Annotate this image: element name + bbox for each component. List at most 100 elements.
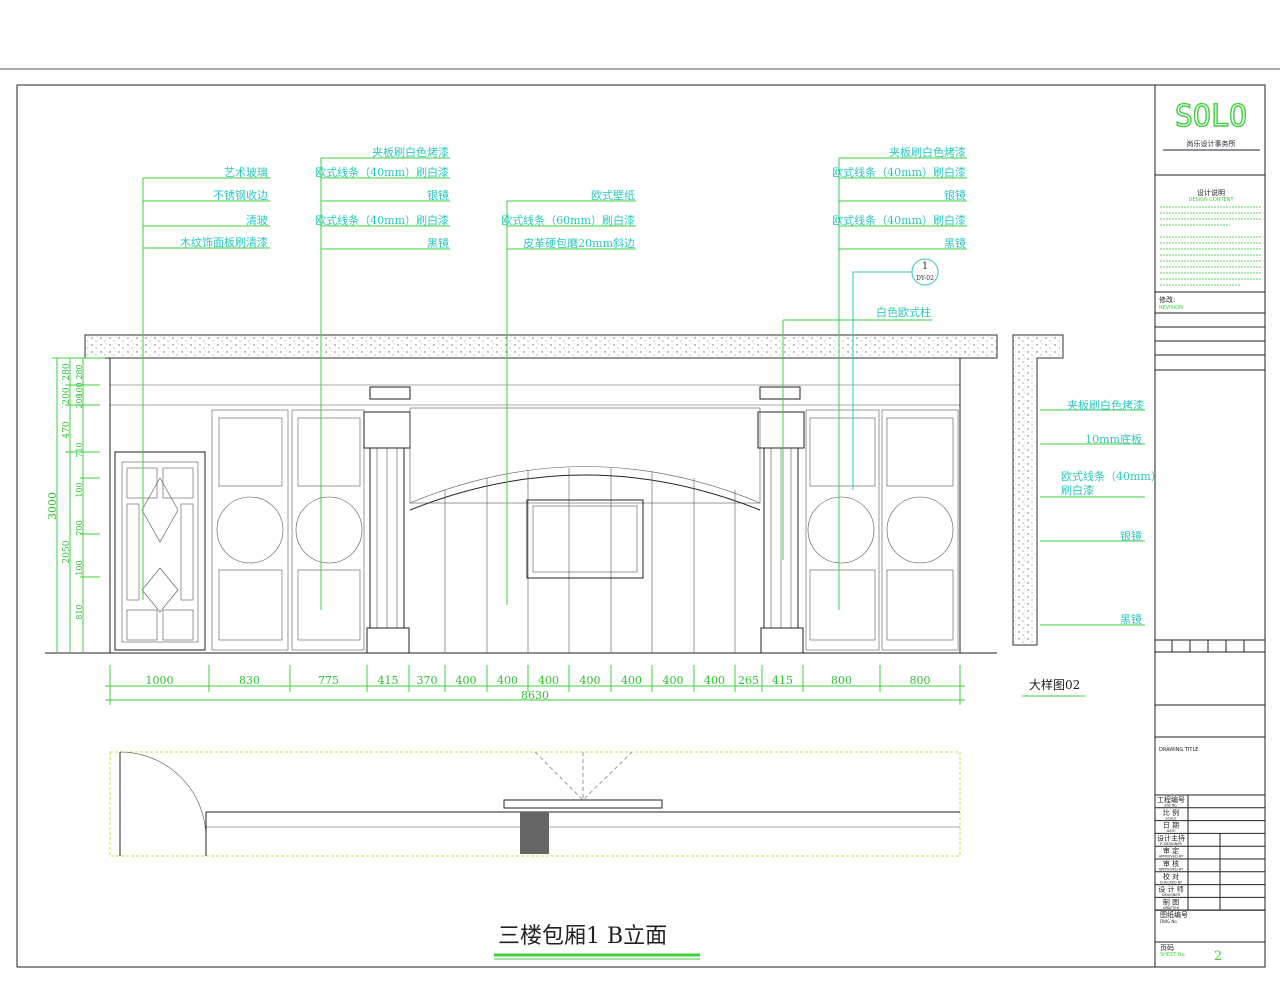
sheet-sub: SHEET No. [1160, 952, 1187, 958]
dim-label: 400 [663, 674, 684, 687]
dim: 280 [75, 364, 84, 379]
label: 欧式线条（40mm）刷白漆 [315, 165, 449, 179]
callout-ref: DY-02 [916, 275, 934, 282]
label: 黑镜 [1120, 612, 1142, 626]
revision-sub: REVISION [1159, 305, 1183, 311]
revision-label: 修改: [1159, 295, 1175, 304]
label: 皮革硬包磨20mm斜边 [523, 236, 635, 250]
label: 不锈钢收边 [213, 188, 268, 202]
dim-label: 775 [318, 674, 339, 687]
labels: 艺术玻璃 不锈钢收边 清玻 木纹饰面板刷清漆 夹板刷白色烤漆 欧式线条（40mm… [180, 145, 966, 319]
label: 欧式壁纸 [591, 188, 635, 202]
left-mirror-panels [211, 409, 365, 651]
dim: 100 [75, 560, 84, 575]
detail-02: 夹板刷白色烤漆 10mm底板 欧式线条（40mm） 刷白漆 银镜 黑镜 大样图0… [1012, 334, 1162, 697]
logo: SOLO [1175, 99, 1247, 134]
notes-subtitle: DESIGN CONTENT [1188, 197, 1234, 203]
dim: 100 [75, 482, 84, 497]
label: 夹板刷白色烤漆 [372, 145, 449, 159]
dim: 810 [75, 604, 84, 619]
annotation-leaders [142, 157, 967, 610]
tb-row-label: 校 对 [1163, 872, 1179, 881]
drawing-frame [16, 84, 1266, 968]
label: 木纹饰面板刷清漆 [180, 235, 268, 249]
dim: 710 [75, 442, 84, 457]
label: 欧式线条（40mm）刷白漆 [832, 165, 966, 179]
tb-row-sub: DRAFTER [1163, 906, 1180, 910]
detail-callout[interactable] [911, 258, 939, 286]
dim-label: 400 [704, 674, 725, 687]
label: 夹板刷白色烤漆 [1067, 398, 1144, 412]
sheet-label: 页码 [1160, 944, 1174, 952]
right-mirror-panels [805, 409, 959, 651]
tb-row-sub: APPROVED BY [1159, 868, 1184, 872]
callout-number: 1 [922, 261, 928, 272]
door [114, 451, 206, 651]
dim: 700 [75, 520, 84, 535]
label: 欧式线条（60mm）刷白漆 [501, 213, 635, 227]
dim-width-total: 8630 [521, 689, 549, 702]
dim: 280 [62, 363, 72, 380]
right-column [757, 386, 805, 654]
dim-label: 370 [417, 674, 438, 687]
tb-row-sub: SCALE [1165, 816, 1176, 820]
tb-row-label: 工程编号 [1157, 795, 1185, 804]
tb-row-sub: DATE [1166, 829, 1175, 833]
dim: 200 [62, 387, 72, 404]
label: 银镜 [1120, 529, 1142, 543]
drawing-title-label: DRAWING TITLE [1159, 747, 1198, 753]
elevation [45, 334, 998, 654]
tb-row-label: 比 例 [1163, 808, 1179, 817]
label: 银镜 [427, 188, 449, 202]
label: 夹板刷白色烤漆 [889, 145, 966, 159]
tb-row-sub: APPROVED BY [1159, 855, 1184, 859]
tb-row-label: 日 期 [1163, 822, 1179, 830]
label: 银镜 [944, 188, 966, 202]
tv-screen [526, 499, 644, 579]
dim-label: 415 [772, 674, 793, 687]
dim-label: 800 [910, 674, 931, 687]
dim-label: 400 [456, 674, 477, 687]
tb-row-label: 审 核 [1163, 859, 1179, 868]
dim: 2050 [62, 540, 72, 563]
tb-row-sub: DESIGNER [1162, 893, 1181, 897]
label: 黑镜 [427, 236, 449, 250]
dim: 100 [75, 382, 84, 397]
dim: 200 [75, 393, 84, 408]
dim: 470 [62, 421, 72, 438]
dwg-no-sub: DWG No. [1160, 919, 1178, 924]
tb-row-label: 设 计 师 [1158, 885, 1183, 894]
label: 10mm底板 [1085, 432, 1142, 446]
dim-height-total: 3000 [46, 492, 59, 520]
sheet-number: 2 [1214, 949, 1222, 964]
dim-label: 265 [738, 674, 759, 687]
label: 欧式线条（40mm）刷白漆 [832, 213, 966, 227]
tb-row-sub: CHECKED BY [1160, 880, 1183, 884]
tb-row-sub: P. DESIGNER [1160, 842, 1182, 846]
dim-label: 1000 [146, 674, 174, 687]
company-name: 尚乐设计事务所 [1187, 139, 1236, 148]
label: 艺术玻璃 [224, 165, 268, 179]
label: 清玻 [246, 214, 268, 227]
dwg-no-label: 图纸编号 [1160, 910, 1188, 919]
title-block: SOLO 尚乐设计事务所 设计说明 DESIGN CONTENT 修改: REV… [1154, 85, 1265, 967]
label: 欧式线条（40mm） [1061, 469, 1162, 483]
left-dimensions: 3000 280 200 470 2050 280 100 200 710 10… [46, 357, 105, 653]
tb-row-label: 设计主持 [1157, 833, 1185, 842]
label: 黑镜 [944, 236, 966, 250]
drawing-title: 三楼包厢1 B立面 [498, 924, 667, 949]
dim-label: 415 [378, 674, 399, 687]
label: 白色欧式柱 [876, 305, 931, 319]
label: 欧式线条（40mm）刷白漆 [315, 213, 449, 227]
ceiling-slab [84, 334, 998, 359]
notes-title: 设计说明 [1197, 188, 1225, 197]
tb-row-label: 制 图 [1163, 897, 1179, 906]
left-column [363, 386, 411, 654]
center-feature-wall [409, 407, 761, 653]
detail-title: 大样图02 [1029, 677, 1080, 692]
dim-label: 400 [538, 674, 559, 687]
label: 刷白漆 [1061, 483, 1094, 497]
dim-label: 400 [497, 674, 518, 687]
